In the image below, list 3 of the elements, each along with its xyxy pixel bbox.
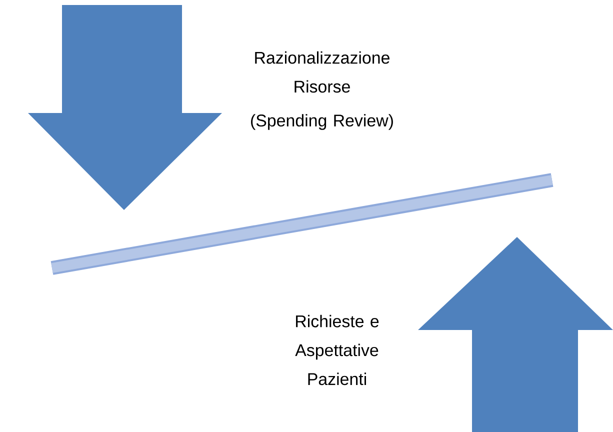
caption-text: (Spending Review) [251,114,393,130]
caption-text: Razionalizzazione Risorse [255,51,390,93]
caption-text: Richieste e Aspettative Pazienti [295,314,379,386]
